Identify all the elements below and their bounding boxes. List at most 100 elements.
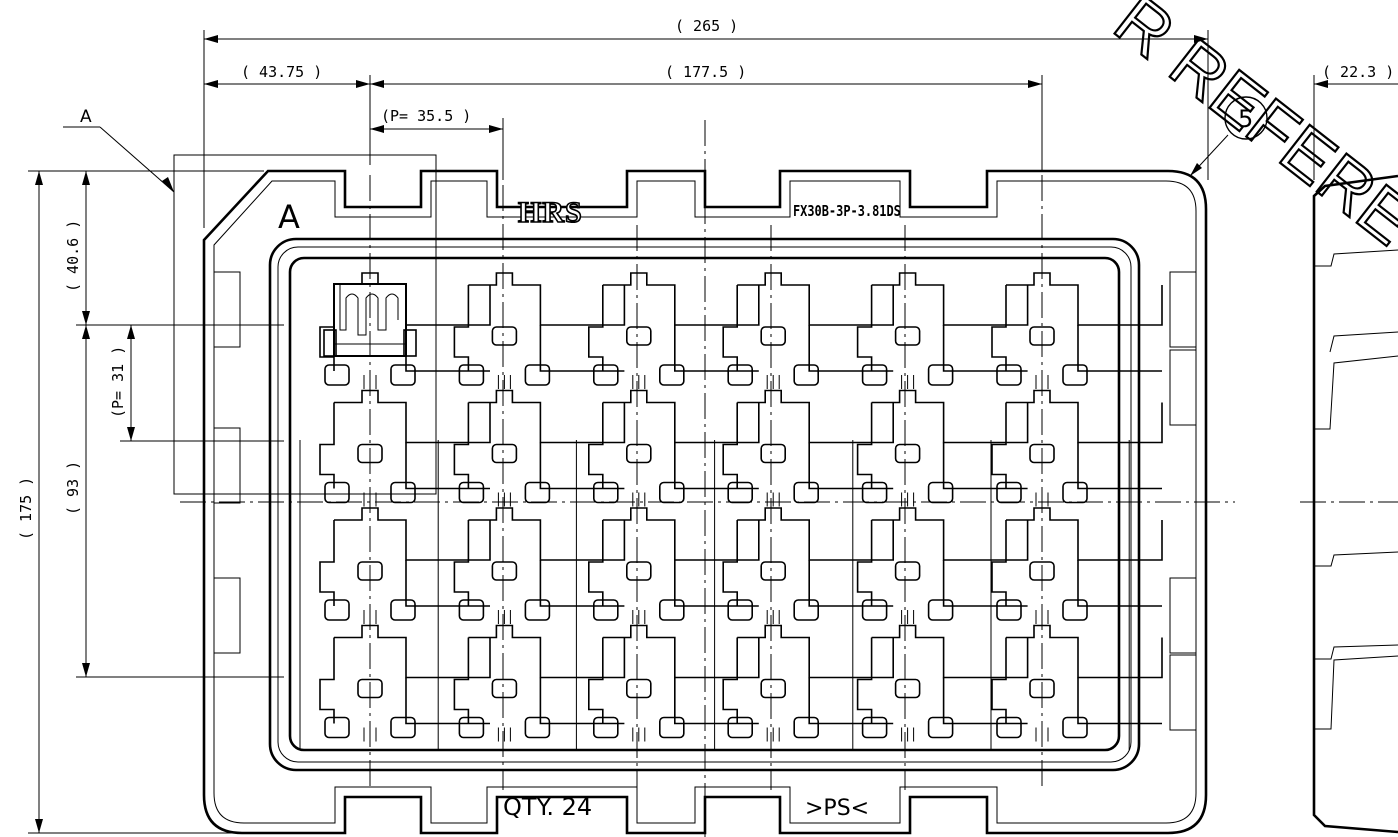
cavity-outline	[588, 520, 604, 606]
cavity-outline	[766, 375, 780, 389]
cavity-pad	[491, 326, 518, 346]
cavity-outline	[453, 285, 470, 371]
cavity-pad	[390, 599, 416, 621]
cavity-pad	[491, 561, 518, 581]
cavity-outline	[1077, 560, 1162, 607]
cavity-outline	[334, 624, 491, 679]
cavity-pad	[1062, 481, 1088, 504]
cavity-outline	[722, 285, 738, 371]
cavity-outline	[808, 325, 894, 372]
cavity-outline	[334, 389, 491, 444]
cavity-outline	[602, 624, 760, 679]
cavity-outline	[766, 492, 780, 507]
cavity-pad	[793, 364, 820, 386]
cavity-outline	[334, 507, 491, 561]
cavity-pad	[996, 481, 1022, 504]
dim-pitch-x: (P= 35.5 )	[381, 107, 471, 125]
cavity-outline	[468, 624, 626, 679]
cavity-pad	[592, 364, 619, 386]
cavity-pad	[592, 599, 619, 621]
cavity-pad	[324, 716, 350, 739]
cavity-outline	[856, 520, 873, 606]
cavity-pad	[524, 599, 551, 621]
cavity-pad	[727, 599, 754, 621]
cavity-pad	[727, 716, 754, 739]
cavity-pad	[625, 443, 652, 464]
cavity-outline	[602, 507, 760, 561]
cavity-outline	[319, 637, 335, 724]
cavity-pad	[390, 716, 416, 739]
cavity-outline	[468, 272, 626, 326]
cavity-outline	[1077, 677, 1162, 725]
dim-top-offset: ( 40.6 )	[64, 220, 82, 292]
cavity-outline	[901, 727, 915, 742]
cavity-pad	[592, 481, 619, 504]
cavity-outline	[871, 507, 1029, 561]
cavity-outline	[497, 727, 511, 742]
cavity-pad	[625, 326, 652, 346]
cavity-outline	[737, 272, 894, 326]
cavity-outline	[1006, 389, 1163, 444]
dim-overall-height: ( 175 )	[17, 477, 35, 540]
cavity-pad	[324, 481, 350, 504]
corner-mark: A	[278, 198, 300, 236]
part-number: FX30B-3P-3.81DS	[793, 203, 901, 221]
cavity-outline	[674, 560, 759, 607]
cavity-outline	[1077, 325, 1162, 372]
dim-overall-width: ( 265 )	[675, 17, 738, 35]
cavity-outline	[319, 402, 335, 489]
cavity-pad	[458, 364, 485, 386]
dimension-lines	[28, 30, 1398, 834]
cavity-outline	[737, 624, 894, 679]
cavity-pad	[658, 364, 685, 386]
cavity-pad	[927, 599, 954, 621]
cavity-outline	[871, 272, 1029, 326]
cavity-outline	[453, 402, 470, 489]
cavity-outline	[901, 610, 915, 624]
cavity-pad	[727, 481, 754, 504]
cavity-pad	[760, 561, 787, 581]
cavity-outline	[1006, 507, 1163, 561]
dim-side-depth: ( 22.3 )	[1322, 63, 1394, 81]
cavity-outline	[497, 492, 511, 507]
cavity-pad	[861, 364, 888, 386]
cavity-outline	[737, 507, 894, 561]
cavity-outline	[871, 389, 1029, 444]
cavity-outline	[1006, 624, 1163, 679]
cavity-pad	[894, 678, 921, 699]
cavity-pad	[894, 561, 921, 581]
cavity-outline	[588, 285, 604, 371]
material-mark: >PS<	[805, 796, 869, 821]
cavity-outline	[539, 677, 625, 725]
cavity-outline	[453, 637, 470, 724]
cavity-pad	[793, 716, 820, 739]
dim-pitch-y: (P= 31 )	[109, 346, 127, 418]
dim-span: ( 177.5 )	[665, 63, 746, 81]
cavity-outline	[674, 325, 759, 372]
cavity-outline	[468, 389, 626, 444]
cavity-outline	[942, 442, 1028, 490]
quantity-label: QTY. 24	[503, 793, 592, 821]
cavity-outline	[901, 375, 915, 389]
cavity-outline	[808, 560, 894, 607]
cavity-pad	[658, 481, 685, 504]
cavity-pad	[861, 599, 888, 621]
cavity-pad	[390, 364, 416, 386]
cavity-outline	[497, 610, 511, 624]
cavity-pad	[760, 326, 787, 346]
cavity-outline	[405, 560, 490, 607]
cavity-outline	[588, 637, 604, 724]
cavity-pad	[458, 716, 485, 739]
cavity-pad	[458, 481, 485, 504]
cavity-outline	[674, 442, 759, 490]
cavity-pad	[760, 678, 787, 699]
cavity-outline	[808, 677, 894, 725]
cavity-pad	[1062, 364, 1088, 386]
cavity-outline	[942, 677, 1028, 725]
cavity-pad	[491, 678, 518, 699]
cavity-outline	[808, 442, 894, 490]
cavity-outline	[1077, 442, 1162, 490]
cavity-pad	[324, 599, 350, 621]
cavity-outline	[539, 442, 625, 490]
cavity-outline	[405, 442, 490, 490]
